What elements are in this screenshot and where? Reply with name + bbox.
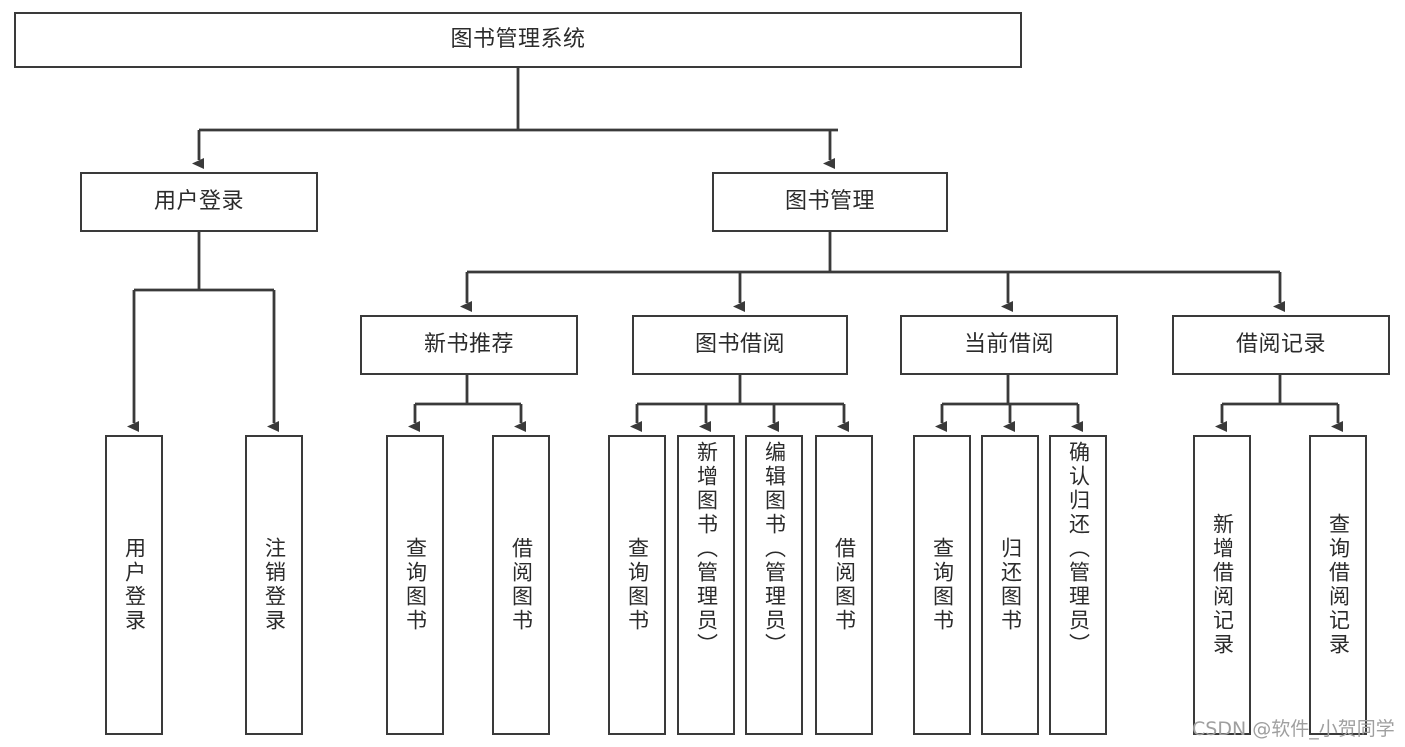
node-book-borrow[interactable]: 图书借阅: [632, 315, 848, 375]
node-leaf-return-book-label: 归还图书: [998, 537, 1023, 633]
node-borrow-record[interactable]: 借阅记录: [1172, 315, 1390, 375]
node-leaf-borrow-book-1[interactable]: 借阅图书: [492, 435, 550, 735]
node-leaf-add-book-label: 新增图书（管理员）: [694, 441, 719, 657]
node-current-borrow[interactable]: 当前借阅: [900, 315, 1118, 375]
node-book-manage[interactable]: 图书管理: [712, 172, 948, 232]
node-leaf-confirm-return[interactable]: 确认归还（管理员）: [1049, 435, 1107, 735]
node-new-book-rec[interactable]: 新书推荐: [360, 315, 578, 375]
node-leaf-user-login-label: 用户登录: [122, 537, 147, 633]
node-book-borrow-label: 图书借阅: [694, 331, 785, 357]
node-leaf-query-record[interactable]: 查询借阅记录: [1309, 435, 1367, 735]
node-leaf-query-book-1[interactable]: 查询图书: [386, 435, 444, 735]
node-leaf-borrow-book-2[interactable]: 借阅图书: [815, 435, 873, 735]
node-leaf-query-book-2-label: 查询图书: [625, 537, 650, 633]
node-leaf-logout-label: 注销登录: [262, 537, 287, 633]
node-leaf-query-book-2[interactable]: 查询图书: [608, 435, 666, 735]
node-leaf-borrow-book-2-label: 借阅图书: [832, 537, 857, 633]
node-borrow-record-label: 借阅记录: [1235, 331, 1326, 357]
node-root-label: 图书管理系统: [450, 26, 586, 52]
node-leaf-add-book[interactable]: 新增图书（管理员）: [677, 435, 735, 735]
node-leaf-query-book-1-label: 查询图书: [403, 537, 428, 633]
node-current-borrow-label: 当前借阅: [963, 331, 1054, 357]
node-leaf-confirm-return-label: 确认归还（管理员）: [1066, 441, 1091, 657]
node-leaf-add-record[interactable]: 新增借阅记录: [1193, 435, 1251, 735]
node-leaf-edit-book-label: 编辑图书（管理员）: [762, 441, 787, 657]
node-new-book-rec-label: 新书推荐: [423, 331, 514, 357]
node-leaf-user-login[interactable]: 用户登录: [105, 435, 163, 735]
node-leaf-return-book[interactable]: 归还图书: [981, 435, 1039, 735]
node-leaf-logout[interactable]: 注销登录: [245, 435, 303, 735]
node-user-login[interactable]: 用户登录: [80, 172, 318, 232]
node-leaf-add-record-label: 新增借阅记录: [1210, 513, 1235, 657]
node-leaf-query-record-label: 查询借阅记录: [1326, 513, 1351, 657]
node-leaf-borrow-book-1-label: 借阅图书: [509, 537, 534, 633]
node-leaf-query-book-3-label: 查询图书: [930, 537, 955, 633]
node-leaf-edit-book[interactable]: 编辑图书（管理员）: [745, 435, 803, 735]
node-user-login-label: 用户登录: [153, 188, 244, 214]
node-leaf-query-book-3[interactable]: 查询图书: [913, 435, 971, 735]
csdn-watermark: CSDN @软件_小贺同学: [1192, 718, 1395, 740]
node-book-manage-label: 图书管理: [784, 188, 875, 214]
node-root[interactable]: 图书管理系统: [14, 12, 1022, 68]
